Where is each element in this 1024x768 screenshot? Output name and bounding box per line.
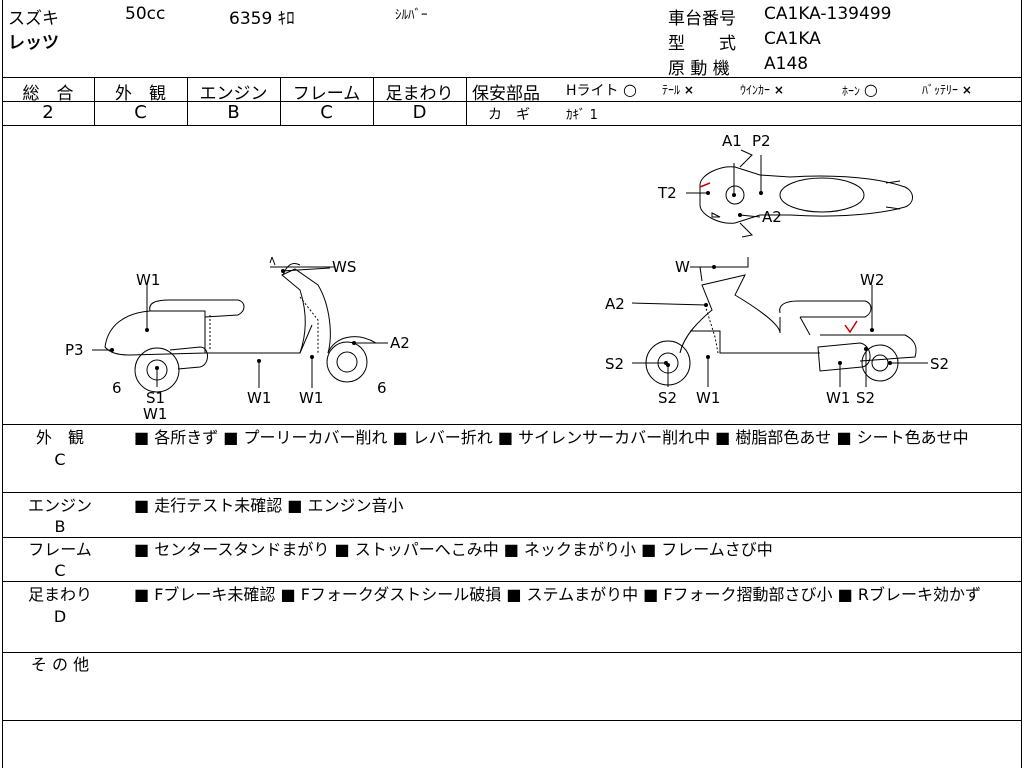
note-grade: B [54, 517, 66, 536]
frame-no: CA1KA-139499 [764, 4, 892, 24]
diagram-label: S2 [658, 389, 677, 407]
diagram-label: A1 [722, 132, 742, 150]
type-value: CA1KA [764, 29, 821, 49]
engine-label: 原 動 機 [668, 59, 730, 79]
rating-header-frame: フレーム [292, 84, 361, 104]
right-scooter-sketch [645, 257, 917, 386]
rating-header-engine: エンジン [199, 84, 268, 104]
rating-header-suspension: 足まわり [385, 84, 454, 104]
note-text: ■ センタースタンドまがり ■ ストッパーへこみ中 ■ ネックまがり小 ■ フレ… [134, 540, 773, 559]
diagram-label: P2 [752, 132, 771, 150]
leader-lines [92, 155, 928, 388]
displacement: 50cc [125, 4, 166, 24]
diagram-label: S1 [146, 389, 165, 407]
safety-item-name: ﾊﾞｯﾃﾘｰ [922, 83, 959, 97]
rating-value-engine: B [227, 102, 240, 123]
rating-header-exterior: 外 観 [115, 84, 166, 104]
diagram-label: W1 [299, 389, 323, 407]
safety-item-mark: × [683, 83, 694, 97]
safety-item-mark: ○ [863, 80, 878, 99]
note-grade: D [53, 607, 67, 626]
safety-item-mark: × [961, 83, 972, 97]
diagram-label: W1 [696, 389, 720, 407]
safety-item-headlight: Hライト ○ [566, 80, 637, 100]
note-text: ■ 走行テスト未確認 ■ エンジン音小 [134, 496, 404, 515]
rating-value-exterior: C [134, 102, 147, 123]
border-left [2, 0, 3, 768]
diagram-label: T2 [657, 184, 677, 202]
diagram-label: 6 [377, 379, 387, 397]
note-category: そ の 他 [30, 655, 90, 674]
top-view-sketch [699, 149, 913, 238]
diagram-label: W2 [860, 271, 884, 289]
diagram-label: W1 [143, 405, 167, 423]
diagram-label: S2 [930, 355, 949, 373]
rating-header-overall: 総 合 [22, 84, 74, 104]
scooter-diagram: W1 WS P3 A2 6 S1 W1 W1 W1 6 W W2 A2 S2 S… [65, 132, 949, 423]
diagram-label: WS [332, 258, 356, 276]
diagram-label: W1 [826, 389, 850, 407]
safety-item-winker: ｳｲﾝｶｰ × [740, 81, 784, 98]
diagram-label: P3 [65, 341, 84, 359]
diagram-label: S2 [605, 355, 624, 373]
frame-no-label: 車台番号 [668, 9, 736, 29]
note-grade: C [54, 561, 66, 580]
key-value: ｶｷﾞ 1 [566, 108, 598, 123]
safety-item-name: Hライト [566, 83, 619, 99]
safety-item-battery: ﾊﾞｯﾃﾘｰ × [922, 81, 972, 98]
model-name: レッツ [8, 33, 59, 53]
diagram-label: A2 [762, 208, 782, 226]
safety-item-tail: ﾃｰﾙ × [662, 81, 694, 98]
safety-label: 保安部品 [472, 84, 540, 104]
safety-item-name: ﾃｰﾙ [662, 83, 681, 97]
diagram-label: W1 [247, 389, 271, 407]
key-label: カ ギ [488, 107, 530, 123]
safety-item-mark: ○ [622, 80, 637, 99]
safety-item-name: ﾎｰﾝ [842, 84, 861, 98]
diagram-label: W [675, 258, 690, 276]
rating-value-suspension: D [412, 102, 427, 123]
diagram-label: W1 [136, 271, 160, 289]
diagram-label: A2 [605, 295, 625, 313]
type-label: 型 式 [668, 34, 736, 54]
note-category: フレーム [28, 540, 92, 559]
safety-item-horn: ﾎｰﾝ ○ [842, 80, 878, 99]
note-grade: C [54, 450, 66, 469]
safety-item-mark: × [773, 83, 784, 97]
left-scooter-sketch [104, 256, 377, 393]
note-category: エンジン [27, 496, 92, 515]
safety-item-name: ｳｲﾝｶｰ [740, 83, 771, 97]
note-category: 外 観 [35, 428, 84, 447]
diagram-label: 6 [112, 379, 122, 397]
engine-value: A148 [764, 54, 809, 74]
note-text: ■ Fブレーキ未確認 ■ Fフォークダストシール破損 ■ ステムまがり中 ■ F… [134, 585, 981, 604]
rating-value-overall: 2 [42, 102, 54, 123]
border-right [1021, 0, 1022, 768]
note-category: 足まわり [27, 585, 92, 604]
damage-mark-top [699, 182, 711, 188]
diagram-label: S2 [856, 389, 875, 407]
mileage: 6359 ｷﾛ [229, 9, 295, 29]
rating-value-frame: C [320, 102, 333, 123]
diagram-label: A2 [390, 334, 410, 352]
note-text: ■ 各所きず ■ プーリーカバー削れ ■ レバー折れ ■ サイレンサーカバー削れ… [134, 428, 969, 447]
maker: スズキ [8, 9, 59, 29]
damage-check-mark [844, 320, 858, 334]
color: ｼﾙﾊﾞｰ [395, 8, 428, 23]
